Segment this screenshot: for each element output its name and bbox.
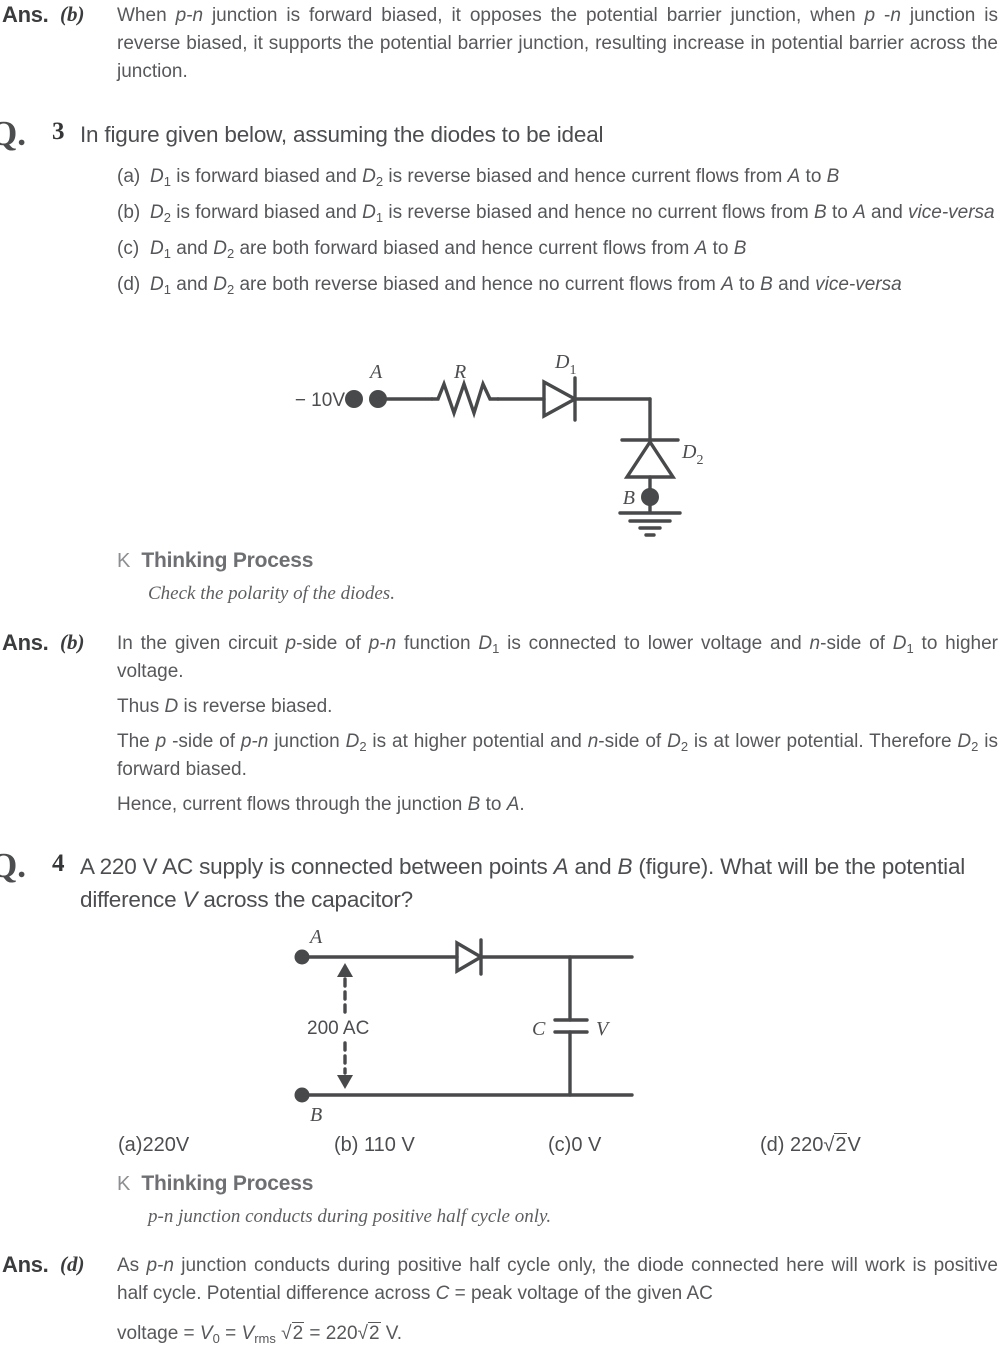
option-c: (c) D1 and D2 are both forward biased an… [117,233,1001,264]
option-text: D1 is forward biased and D2 is reverse b… [150,166,840,189]
resistor-symbol [430,378,500,419]
supply-label: 200 AC [307,1018,369,1039]
option-text: D2 is forward biased and D1 is reverse b… [150,202,995,225]
diode-symbol [455,940,485,974]
option-letter: (c) [117,238,140,259]
answer-paragraph: In the given circuit p-side of p-n funct… [117,633,998,682]
circuit-diagram-q4: A B 200 AC C V [294,926,634,1125]
resistor-label: R [453,361,466,383]
capacitor-label: C [532,1018,546,1040]
option-text: D1 and D2 are both forward biased and he… [150,238,747,261]
answer-block-q3: Ans. (b) In the given circuit p-side of … [0,630,1001,826]
answer-label: Ans. [2,630,49,655]
arrow-down-icon [337,1075,353,1089]
diode2-symbol [623,438,677,479]
thinking-process-2: K Thinking Process p-n junction conducts… [117,1172,977,1228]
question-title: In figure given below, assuming the diod… [80,122,604,147]
question-4-header: Q. 4 A 220 V AC supply is connected betw… [0,846,1001,916]
voltage-label: V [596,1018,611,1040]
node-b-label: B [310,1104,322,1125]
option-letter: (d) [117,274,141,295]
arrow-up-icon [337,963,353,977]
answer-label: Ans. [2,1252,49,1277]
option-d: (d) D1 and D2 are both reverse biased an… [117,269,1001,300]
option-letter: (a) [117,166,141,187]
source-terminal-dot [345,390,363,408]
diode1-symbol [542,379,579,419]
option-a: (a)220V [118,1134,190,1156]
question-title: A 220 V AC supply is connected between p… [80,854,966,912]
diode2-label: D2 [681,441,703,468]
question-number: 4 [52,850,65,877]
question-3-options: (a) D1 is forward biased and D2 is rever… [117,161,1001,305]
answer-text: When p-n junction is forward biased, it … [117,5,998,82]
question-icon: Q. [0,114,26,153]
option-b: (b) D2 is forward biased and D1 is rever… [117,197,1001,228]
option-b: (b) 110 V [334,1134,415,1156]
answer-paragraph: Thus D is reverse biased. [117,696,333,717]
question-3-header: Q. 3 In figure given below, assuming the… [0,114,1001,153]
option-letter: (b) [117,202,141,223]
answer-option-letter: (d) [60,1252,85,1276]
diode1-label: D1 [554,354,576,378]
option-a: (a) D1 is forward biased and D2 is rever… [117,161,1001,192]
thinking-process-title: Thinking Process [141,1172,314,1195]
option-c: (c)0 V [548,1134,602,1156]
question-number: 3 [52,118,65,145]
node-a-label: A [308,926,323,948]
option-text: D1 and D2 are both reverse biased and he… [150,274,902,297]
key-icon: K [117,550,131,572]
option-d: (d) 220√2V [760,1133,861,1156]
node-b-label: B [623,487,635,509]
circuit-diagram-q3: − 10V A R D1 D2 B [295,354,703,537]
node-a-label: A [368,361,383,383]
thinking-process-1: K Thinking Process Check the polarity of… [117,549,977,605]
answer-label: Ans. [2,2,49,27]
key-icon: K [117,1173,131,1195]
answer-block-q2: Ans. (b) When p-n junction is forward bi… [0,2,1001,93]
question-icon: Q. [0,846,26,885]
answer-block-q4: Ans. (d) As p-n junction conducts during… [0,1252,1001,1345]
thinking-process-text: p-n junction conducts during positive ha… [148,1206,552,1227]
node-b-dot [641,488,659,506]
answer-formula: voltage = V0 = Vrms √2 = 220√2 V. [117,1322,403,1345]
source-voltage-label: − 10V [295,390,346,411]
thinking-process-text: Check the polarity of the diodes. [148,583,395,604]
answer-paragraph: Hence, current flows through the junctio… [117,794,525,815]
answer-option-letter: (b) [60,2,85,26]
answer-paragraph: As p-n junction conducts during positive… [117,1255,998,1304]
thinking-process-title: Thinking Process [141,549,314,572]
answer-paragraph: The p -side of p-n junction D2 is at hig… [117,731,998,780]
answer-option-letter: (b) [60,630,85,654]
